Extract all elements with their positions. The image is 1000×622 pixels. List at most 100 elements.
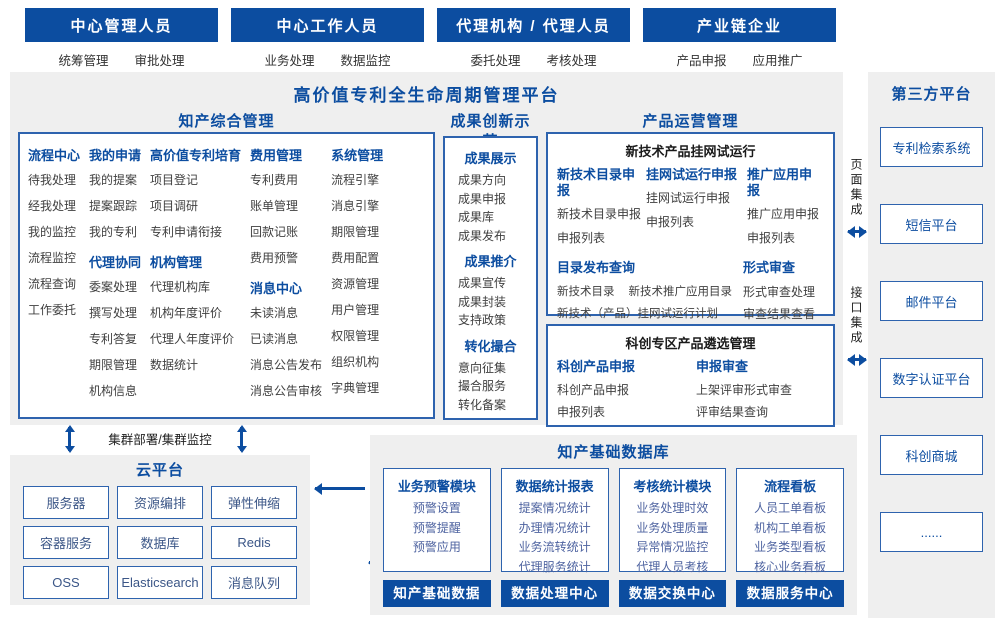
menu-item: 组织机构 (331, 355, 380, 369)
module-group: 成果展示 成果方向成果申报成果库成果发布 (450, 148, 531, 245)
module-group: 科创产品申报 科创产品申报申报列表 (557, 357, 687, 425)
menu-item: 支持政策 (458, 313, 507, 327)
module-column: 流程中心 待我处理经我处理我的监控流程监控流程查询工作委托 (28, 143, 80, 408)
cloud-service-box: Elasticsearch (117, 566, 203, 599)
module-group-header: 形式审查 (743, 260, 796, 275)
module-group-header: 考核统计模块 (633, 479, 712, 494)
catalog-line: 新技术目录新技术推广应用目录 (557, 283, 743, 299)
actor-title: 代理机构 / 代理人员 (437, 8, 630, 42)
menu-item: 消息引擎 (331, 199, 380, 213)
vertical-double-arrow-icon (64, 425, 75, 453)
module-group-header: 转化撮合 (464, 338, 517, 354)
menu-item: 新技术目录申报 (557, 207, 642, 221)
ip-database-panel: 知产基础数据库 业务预警模块 预警设置预警提醒预警应用 知产基础数据 数据统计报… (370, 435, 857, 615)
module-group: 费用管理 专利费用账单管理回款记账费用预警 (250, 145, 322, 266)
menu-item: 撰写处理 (89, 306, 138, 320)
module-column: 系统管理 流程引擎消息引擎期限管理费用配置资源管理用户管理权限管理组织机构字典管… (331, 143, 383, 408)
menu-item: 评审结果查询 (696, 405, 769, 419)
actor-role-left: 产品申报 (676, 53, 727, 68)
database-column: 考核统计模块 业务处理时效业务处理质量异常情况监控代理人员考核 数据交换中心 (618, 468, 727, 607)
module-group-header: 代理协同 (89, 255, 142, 270)
menu-item: 资源管理 (331, 277, 380, 291)
module-group: 目录发布查询 新技术目录新技术推广应用目录 新技术（产品）挂网试运行计划 (557, 255, 743, 327)
menu-item: 成果申报 (458, 191, 507, 206)
module-group: 申报审查 上架评审形式审查评审结果查询 (696, 357, 824, 425)
module-group: 流程中心 待我处理经我处理我的监控流程监控流程查询工作委托 (28, 145, 80, 318)
module-item-list: 人员工单看板机构工单看板业务类型看板核心业务看板 (737, 499, 843, 577)
cloud-grid: 服务器 资源编排 弹性伸缩 容器服务 数据库 Redis OSS Elastic… (10, 481, 310, 599)
menu-item: 专利答复 (89, 332, 138, 346)
actor-title: 产业链企业 (643, 8, 836, 42)
third-party-box: 邮件平台 (880, 281, 983, 321)
module-group-header: 推广应用申报 (747, 167, 813, 198)
module-group-header: 成果推介 (464, 254, 517, 269)
menu-item: 审查结果查看 (743, 307, 816, 321)
actor-role-right: 审批处理 (134, 53, 185, 68)
connector-label: 集群部署/集群监控 (108, 433, 212, 447)
cloud-service-box: 服务器 (23, 486, 109, 519)
third-party-box: ...... (880, 512, 983, 552)
module-group-header: 我的申请 (89, 148, 142, 163)
section-title: 知产综合管理 (178, 113, 275, 130)
module-item-list: 预警设置预警提醒预警应用 (384, 499, 490, 558)
actor-title: 中心工作人员 (231, 8, 424, 42)
menu-item: 申报列表 (747, 231, 796, 245)
third-party-box: 专利检索系统 (880, 127, 983, 167)
menu-item: 成果方向 (458, 173, 507, 187)
section-box: 成果展示 成果方向成果申报成果库成果发布 成果推介 成果宣传成果封装支持政策 转… (443, 136, 538, 420)
menu-item: 权限管理 (331, 329, 380, 343)
connector-label: 接口集成 (849, 286, 863, 346)
data-layer-box: 数据处理中心 (500, 580, 609, 607)
module-item-list: 成果方向成果申报成果库成果发布 (450, 171, 531, 245)
vertical-double-arrow-icon (236, 425, 247, 453)
menu-item: 期限管理 (331, 225, 380, 239)
menu-item: 项目登记 (150, 173, 199, 187)
module-group: 我的申请 我的提案提案跟踪我的专利 (89, 145, 141, 240)
module-group-header: 系统管理 (331, 148, 384, 163)
module-item-list: 业务处理时效业务处理质量异常情况监控代理人员考核 (620, 499, 726, 577)
trial-operation-box: 新技术产品挂网试运行 新技术目录申报 新技术目录申报申报列表 挂网试运行申报 挂… (546, 132, 835, 321)
third-party-box: 科创商城 (880, 435, 983, 475)
section-title: 产品运营管理 (642, 113, 739, 130)
module-group: 转化撮合 意向征集撮合服务转化备案 (450, 336, 531, 415)
menu-item: 新技术推广应用目录 (628, 286, 733, 298)
module-group: 代理协同 委案处理撰写处理专利答复期限管理机构信息 (89, 252, 141, 399)
section-product-ops: 产品运营管理 新技术产品挂网试运行 新技术目录申报 新技术目录申报申报列表 挂网… (546, 112, 835, 427)
box-columns: 科创产品申报 科创产品申报申报列表 申报审查 上架评审形式审查评审结果查询 (548, 357, 833, 425)
horizontal-double-arrow-icon (846, 225, 867, 238)
module-item-list: 科创产品申报申报列表 (557, 381, 687, 420)
menu-item: 代理人年度评价 (150, 332, 235, 346)
menu-item: 成果发布 (458, 228, 507, 243)
menu-item: 待我处理 (28, 173, 77, 187)
module-group: 挂网试运行申报 挂网试运行申报申报列表 (646, 165, 738, 253)
selection-management-box: 科创专区产品遴选管理 科创产品申报 科创产品申报申报列表 申报审查 上架评审形式… (546, 324, 835, 427)
module-group-header: 科创产品申报 (557, 359, 636, 374)
menu-item: 流程引擎 (331, 173, 380, 187)
menu-item: 专利费用 (250, 173, 299, 187)
menu-item: 预警设置 (412, 501, 461, 515)
module-group: 形式审查 形式审查处理审查结果查看 (743, 255, 824, 327)
module-group: 流程看板 人员工单看板机构工单看板业务类型看板核心业务看板 (736, 468, 844, 574)
actor-agencies: 代理机构 / 代理人员 委托处理 考核处理 (437, 8, 630, 140)
menu-item: 核心业务看板 (754, 559, 827, 574)
module-group-header: 申报审查 (696, 359, 749, 374)
menu-item: 机构工单看板 (754, 520, 827, 535)
menu-item: 已读消息 (250, 332, 299, 346)
box-subtitle: 新技术产品挂网试运行 (625, 144, 756, 159)
menu-item: 账单管理 (250, 199, 299, 213)
box-bottom-row: 目录发布查询 新技术目录新技术推广应用目录 新技术（产品）挂网试运行计划 形式审… (548, 253, 833, 327)
database-column: 业务预警模块 预警设置预警提醒预警应用 知产基础数据 (383, 468, 491, 607)
menu-item: 提案情况统计 (518, 501, 591, 515)
menu-item: 成果封装 (458, 294, 507, 309)
platform-title: 高价值专利全生命周期管理平台 (293, 86, 560, 105)
module-item-list: 新技术目录申报申报列表 (557, 205, 642, 246)
menu-item: 费用配置 (331, 251, 380, 265)
platform-panel: 高价值专利全生命周期管理平台 知产综合管理 流程中心 待我处理经我处理我的监控流… (10, 72, 843, 427)
cloud-panel: 云平台 服务器 资源编排 弹性伸缩 容器服务 数据库 Redis OSS Ela… (10, 455, 310, 605)
menu-item: 预警提醒 (412, 520, 461, 535)
actor-role-left: 委托处理 (470, 53, 521, 68)
actor-role-right: 应用推广 (752, 53, 803, 68)
menu-item: 数据统计 (150, 358, 199, 372)
menu-item: 用户管理 (331, 303, 380, 317)
module-group-header: 挂网试运行申报 (646, 167, 738, 182)
